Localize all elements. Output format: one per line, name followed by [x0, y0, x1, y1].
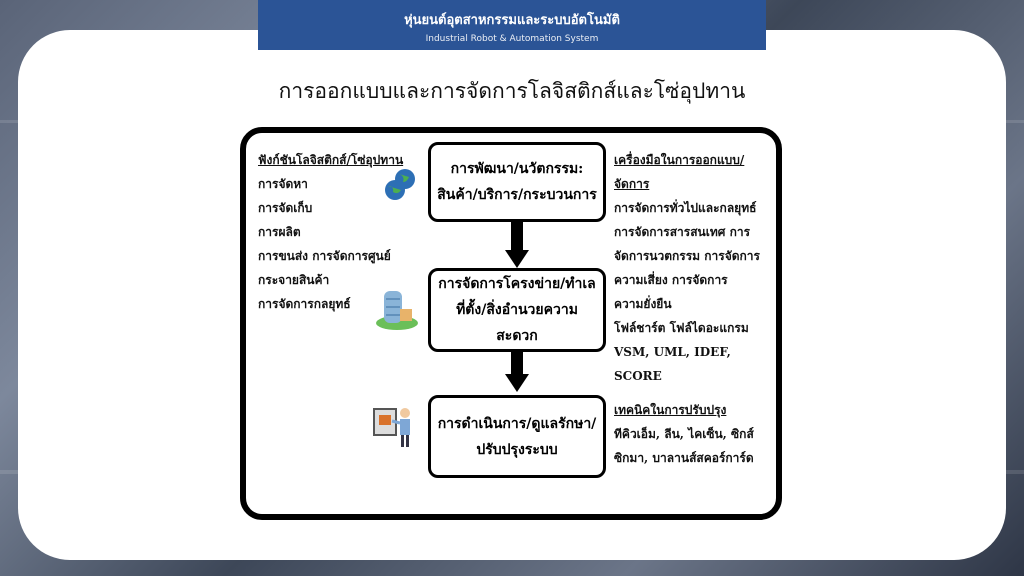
arrow-shaft [511, 352, 523, 374]
list-item: การผลิต [258, 225, 301, 239]
list-item: การจัดการสารสนเทศ การ [614, 225, 751, 239]
flow-step-development: การพัฒนา/นวัตกรรม: สินค้า/บริการ/กระบวนก… [428, 142, 606, 222]
tools-heading: จัดการ [614, 177, 650, 191]
flow-step-operation: การดำเนินการ/ดูแลรักษา/ ปรับปรุงระบบ [428, 395, 606, 478]
list-item: โฟล์ชาร์ต โฟล์ไดอะแกรม [614, 321, 749, 335]
presenter-icon [373, 408, 410, 447]
list-item: ทีคิวเอ็ม, ลีน, ไคเซ็น, ซิกส์ [614, 427, 754, 441]
flow-text: ที่ตั้ง/สิ่งอำนวยความ [456, 302, 578, 318]
flow-step-network: การจัดการโครงข่าย/ทำเล ที่ตั้ง/สิ่งอำนวย… [428, 268, 606, 352]
header-title-en: Industrial Robot & Automation System [425, 34, 599, 44]
list-item: VSM, UML, IDEF, [614, 345, 731, 359]
arrow-down-icon [505, 250, 529, 268]
list-item: ความเสี่ยง การจัดการ [614, 273, 728, 287]
flow-text: การพัฒนา/นวัตกรรม: [450, 161, 584, 177]
list-item: การขนส่ง การจัดการศูนย์ [258, 249, 391, 263]
tools-list: เครื่องมือในการออกแบบ/ จัดการ การจัดการท… [614, 148, 760, 388]
flow-text: การจัดการโครงข่าย/ทำเล [438, 276, 596, 292]
header-title-th: หุ่นยนต์อุตสาหกรรมและระบบอัตโนมัติ [404, 13, 620, 28]
arrow-shaft [511, 222, 523, 250]
list-item: การจัดหา [258, 177, 308, 191]
arrow-down-icon [505, 374, 529, 392]
list-item: SCORE [614, 369, 662, 383]
flow-text: การดำเนินการ/ดูแลรักษา/ [437, 415, 597, 432]
tools-heading: เครื่องมือในการออกแบบ/ [614, 153, 745, 167]
improvement-list: เทคนิคในการปรับปรุง ทีคิวเอ็ม, ลีน, ไคเซ… [614, 398, 754, 470]
list-item: ซิกมา, บาลานส์สคอร์การ์ด [614, 451, 754, 465]
list-item: การจัดเก็บ [258, 201, 313, 215]
list-item: ความยั่งยืน [614, 297, 672, 311]
header-banner: หุ่นยนต์อุตสาหกรรมและระบบอัตโนมัติ Indus… [258, 0, 766, 50]
globe-icon [385, 169, 415, 200]
list-item: กระจายสินค้า [258, 273, 330, 287]
flow-text: สินค้า/บริการ/กระบวนการ [437, 187, 597, 203]
list-item: การจัดการทั่วไปและกลยุทธ์ [614, 201, 757, 215]
improvement-heading: เทคนิคในการปรับปรุง [614, 403, 727, 417]
list-item: การจัดการกลยุทธ์ [258, 297, 351, 311]
flow-text: สะดวก [496, 328, 538, 344]
flow-text: ปรับปรุงระบบ [476, 441, 558, 458]
slide-title: การออกแบบและการจัดการโลจิสติกส์และโซ่อุป… [278, 79, 746, 103]
list-item: จัดการนวตกรรม การจัดการ [614, 249, 760, 263]
functions-list: ฟังก์ชันโลจิสติกส์/โซ่อุปทาน การจัดหา กา… [258, 148, 403, 316]
building-icon [376, 291, 418, 330]
functions-heading: ฟังก์ชันโลจิสติกส์/โซ่อุปทาน [258, 153, 404, 167]
